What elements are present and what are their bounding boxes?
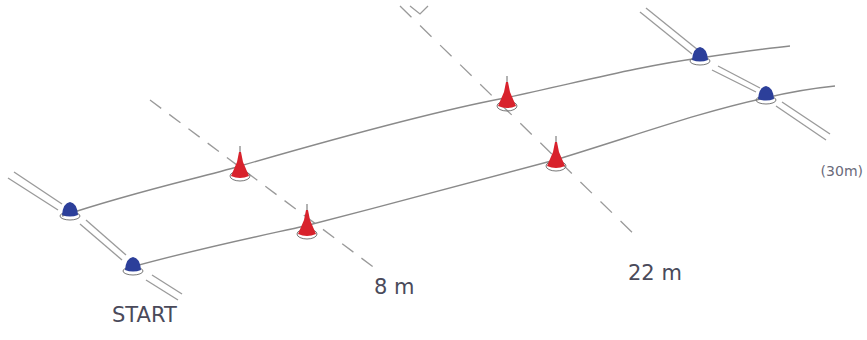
- distance-label: 8 m: [374, 276, 415, 299]
- start-label: START: [112, 304, 177, 327]
- distance-label: 22 m: [628, 262, 682, 285]
- distance-label: (30m): [821, 164, 863, 179]
